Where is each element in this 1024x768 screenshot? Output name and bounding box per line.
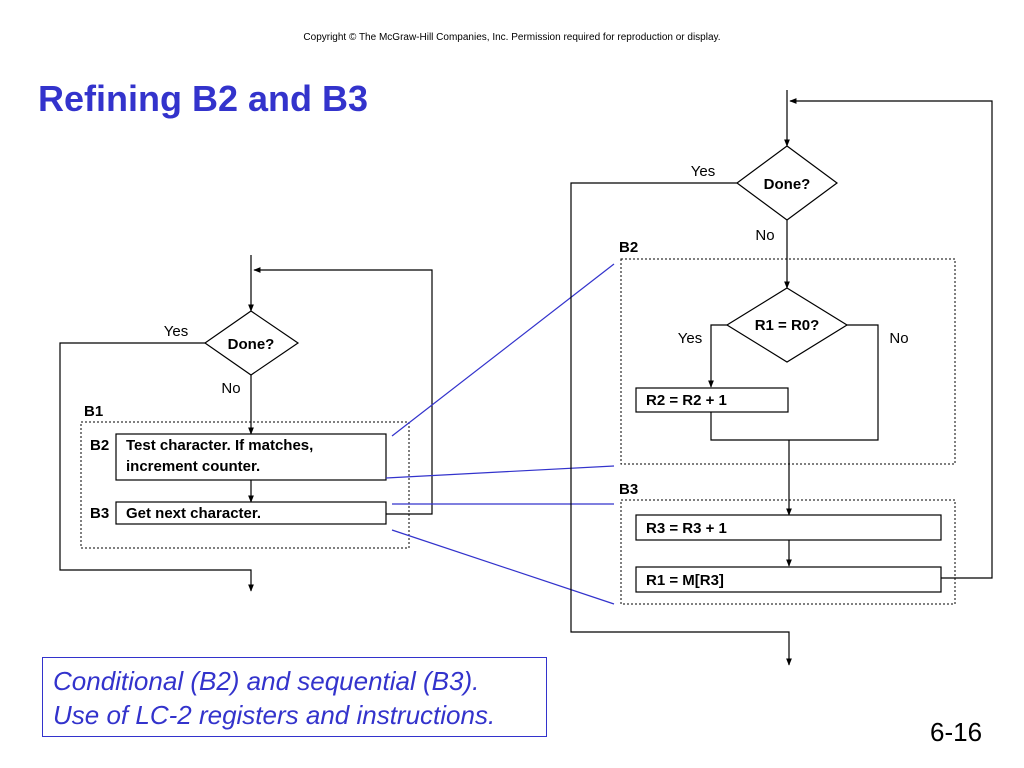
step-r1-text: R1 = M[R3] bbox=[646, 572, 724, 589]
connector-b3-bottom bbox=[391, 529, 615, 605]
right-flowchart: Done? Yes No B2 R1 = R0? Yes No R2 = R2 … bbox=[570, 90, 993, 666]
left-b2-tag: B2 bbox=[90, 437, 109, 454]
left-b3-box bbox=[115, 501, 387, 525]
left-b3-tag: B3 bbox=[90, 505, 109, 522]
right-no-label: No bbox=[755, 227, 774, 244]
step-r2-join bbox=[710, 412, 789, 441]
left-no-label: No bbox=[221, 380, 240, 397]
caption-box: Conditional (B2) and sequential (B3). Us… bbox=[42, 657, 547, 737]
left-yes-exit bbox=[59, 342, 254, 592]
left-b2-box bbox=[115, 433, 387, 481]
r1-r0-label: R1 = R0? bbox=[755, 317, 820, 334]
left-b2-text-line1: Test character. If matches, bbox=[126, 437, 313, 454]
connector-b2-bottom bbox=[385, 465, 615, 479]
right-yes-label: Yes bbox=[691, 163, 715, 180]
step-r3-box bbox=[635, 514, 942, 541]
r1-r0-no-branch bbox=[789, 324, 879, 441]
step-r1-box bbox=[635, 566, 942, 593]
left-done-label: Done? bbox=[228, 336, 275, 353]
slide-number: 6-16 bbox=[930, 717, 983, 747]
refinement-connectors bbox=[385, 263, 615, 605]
connector-b2-top bbox=[391, 263, 615, 437]
step-r2-text: R2 = R2 + 1 bbox=[646, 392, 727, 409]
left-b1-group bbox=[80, 421, 410, 549]
step-r2-box bbox=[635, 387, 789, 413]
r1-r0-decision bbox=[725, 287, 849, 363]
left-b3-text: Get next character. bbox=[126, 505, 261, 522]
right-b2-label: B2 bbox=[619, 239, 638, 256]
right-b2-group bbox=[620, 258, 956, 465]
r1-r0-yes-label: Yes bbox=[678, 330, 702, 347]
slide-title: Refining B2 and B3 bbox=[38, 78, 369, 119]
right-b3-label: B3 bbox=[619, 481, 638, 498]
caption-line1: Conditional (B2) and sequential (B3). bbox=[53, 666, 480, 696]
left-b2-text-line2: increment counter. bbox=[126, 458, 260, 475]
right-done-label: Done? bbox=[764, 176, 811, 193]
r1-r0-yes-branch bbox=[708, 324, 727, 388]
left-flowchart: Done? Yes No B1 B2 Test character. If ma… bbox=[59, 255, 433, 592]
right-yes-exit bbox=[570, 182, 792, 666]
caption-line2: Use of LC-2 registers and instructions. bbox=[53, 700, 496, 730]
left-b1-label: B1 bbox=[84, 403, 103, 420]
right-loop-back bbox=[789, 98, 993, 579]
step-r3-text: R3 = R3 + 1 bbox=[646, 520, 727, 537]
right-b3-group bbox=[620, 499, 956, 605]
r1-r0-no-label: No bbox=[889, 330, 908, 347]
left-yes-label: Yes bbox=[164, 323, 188, 340]
copyright-notice: Copyright © The McGraw-Hill Companies, I… bbox=[303, 32, 721, 43]
